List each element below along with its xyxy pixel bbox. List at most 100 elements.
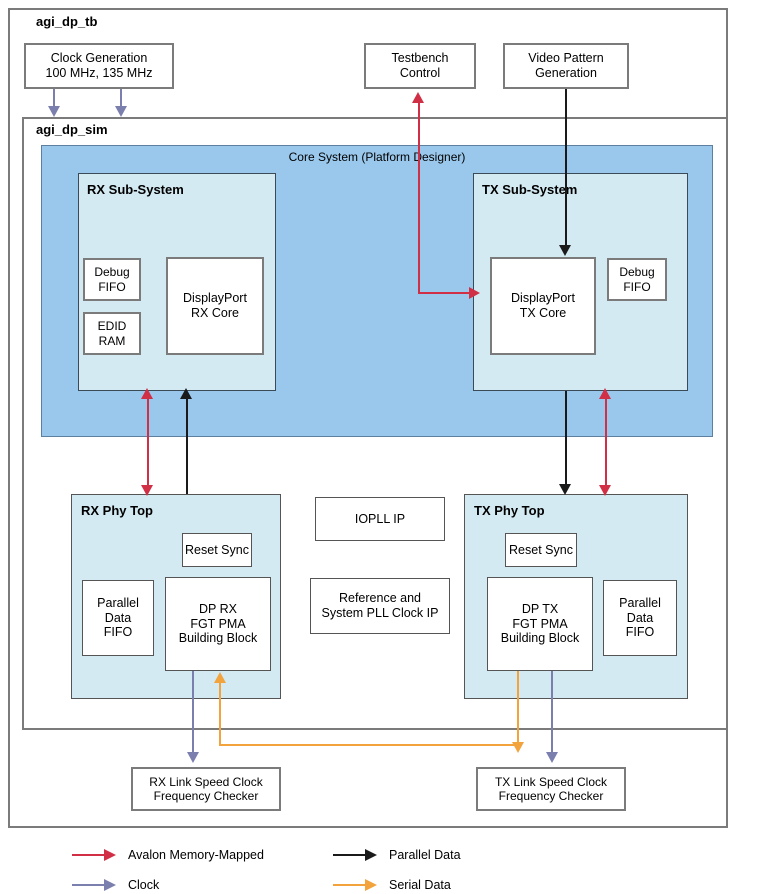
frame-agi-dp-sim-label: agi_dp_sim	[36, 122, 108, 137]
clock-line-1	[53, 89, 55, 111]
rx-debug-fifo: Debug FIFO	[83, 258, 141, 301]
dp-tx-pma-line2: FGT PMA	[512, 616, 568, 631]
tx-pdf-line1: Parallel	[619, 595, 661, 610]
rx-link-speed-clock-frequency-checker: RX Link Speed Clock Frequency Checker	[131, 767, 281, 811]
dp-rx-core-line1: DisplayPort	[183, 291, 247, 306]
frame-agi-dp-sim	[22, 117, 728, 730]
clock-arrow-2	[114, 106, 127, 117]
parallel-data-arrow-icon	[333, 849, 379, 861]
tx-parallel-data-fifo: Parallel Data FIFO	[603, 580, 677, 656]
avalon-arrow-tx-down	[599, 485, 611, 496]
legend-item-parallel-data: Parallel Data	[333, 848, 461, 862]
tx-phy-top-title: TX Phy Top	[474, 503, 545, 518]
legend-label-parallel-data: Parallel Data	[389, 848, 461, 862]
clock-line-2	[120, 89, 122, 111]
serial-arrow-tx-down	[511, 742, 524, 753]
avalon-line-tx	[605, 398, 607, 487]
avalon-line-rx	[147, 398, 149, 487]
tx-reset-sync: Reset Sync	[505, 533, 577, 567]
tx-debug-fifo-line2: FIFO	[623, 279, 651, 294]
rx-checker-line2: Frequency Checker	[153, 789, 259, 803]
serial-line-rx-up	[219, 683, 221, 745]
legend: Avalon Memory-Mapped Clock Parallel Data…	[0, 840, 762, 894]
avalon-arrow-to-testbench	[412, 92, 424, 103]
tx-reset-sync-label: Reset Sync	[509, 542, 573, 557]
rx-edid-ram-line2: RAM	[98, 333, 126, 348]
dp-rx-fgt-pma: DP RX FGT PMA Building Block	[165, 577, 271, 671]
rx-parallel-data-fifo: Parallel Data FIFO	[82, 580, 154, 656]
video-pattern-line2: Generation	[535, 66, 597, 80]
block-video-pattern-generation: Video Pattern Generation	[503, 43, 629, 89]
clock-line-tx-checker	[551, 671, 553, 754]
rx-pdf-line3: FIFO	[103, 625, 133, 640]
parallel-arrow-video-to-tx-core	[559, 245, 571, 256]
rx-reset-sync-label: Reset Sync	[185, 542, 249, 557]
parallel-line-video-to-tx-core	[565, 89, 567, 246]
rx-subsystem-title: RX Sub-System	[87, 182, 184, 197]
frame-agi-dp-tb-label: agi_dp_tb	[36, 14, 98, 29]
serial-line-tx-down	[517, 671, 519, 745]
clock-line-rx-checker	[192, 671, 194, 754]
legend-label-clock: Clock	[128, 878, 160, 892]
tx-pdf-line2: Data	[626, 610, 654, 625]
rx-phy-top-title: RX Phy Top	[81, 503, 153, 518]
parallel-line-rx	[186, 398, 188, 494]
dp-tx-pma-line3: Building Block	[500, 631, 580, 646]
legend-item-serial-data: Serial Data	[333, 878, 451, 892]
rx-reset-sync: Reset Sync	[182, 533, 252, 567]
avalon-arrow-rx-down	[141, 485, 153, 496]
tx-debug-fifo-line1: Debug	[619, 265, 655, 280]
rx-debug-fifo-line2: FIFO	[98, 279, 126, 294]
testbench-control-line1: Testbench	[391, 51, 449, 66]
clock-generation-line2: 100 MHz, 135 MHz	[45, 66, 153, 80]
rx-pdf-line1: Parallel	[97, 595, 139, 610]
dp-rx-pma-line3: Building Block	[178, 631, 258, 646]
serial-arrow-rx-up	[213, 672, 226, 683]
tx-pdf-line3: FIFO	[625, 625, 655, 640]
avalon-line-to-tx-core	[418, 292, 470, 294]
parallel-line-tx	[565, 391, 567, 485]
dp-tx-fgt-pma: DP TX FGT PMA Building Block	[487, 577, 593, 671]
clock-arrow-rx-checker	[186, 752, 199, 763]
rx-checker-line1: RX Link Speed Clock	[149, 774, 263, 789]
clock-generation-line1: Clock Generation	[50, 51, 148, 66]
testbench-control-line2: Control	[399, 66, 441, 80]
rx-debug-fifo-line1: Debug	[94, 265, 130, 280]
tx-debug-fifo: Debug FIFO	[607, 258, 667, 301]
clock-arrow-1	[47, 106, 60, 117]
legend-label-serial-data: Serial Data	[389, 878, 451, 892]
dp-rx-pma-line2: FGT PMA	[190, 616, 246, 631]
dp-tx-core-line1: DisplayPort	[511, 291, 575, 306]
parallel-arrow-rx-up	[180, 388, 192, 399]
avalon-line-to-testbench	[418, 103, 420, 293]
legend-item-avalon: Avalon Memory-Mapped	[72, 848, 264, 862]
rx-edid-ram-line1: EDID	[97, 319, 127, 334]
dp-tx-pma-line1: DP TX	[521, 601, 559, 616]
avalon-arrow-icon	[72, 849, 118, 861]
ref-pll-line2: System PLL Clock IP	[321, 606, 439, 620]
tx-link-speed-clock-frequency-checker: TX Link Speed Clock Frequency Checker	[476, 767, 626, 811]
displayport-tx-core: DisplayPort TX Core	[490, 257, 596, 355]
legend-item-clock: Clock	[72, 878, 159, 892]
avalon-arrow-tx-up	[599, 388, 611, 399]
rx-pdf-line2: Data	[104, 610, 132, 625]
video-pattern-line1: Video Pattern	[528, 51, 604, 66]
legend-label-avalon: Avalon Memory-Mapped	[128, 848, 264, 862]
tx-checker-line2: Frequency Checker	[498, 789, 604, 803]
tx-subsystem-title: TX Sub-System	[482, 182, 578, 197]
ref-pll-line1: Reference and	[338, 591, 421, 606]
dp-rx-pma-line1: DP RX	[199, 601, 237, 616]
iopll-ip-label: IOPLL IP	[354, 511, 406, 526]
core-system-label: Core System (Platform Designer)	[288, 150, 466, 164]
avalon-arrow-to-tx-core	[469, 287, 480, 299]
block-clock-generation: Clock Generation 100 MHz, 135 MHz	[24, 43, 174, 89]
rx-edid-ram: EDID RAM	[83, 312, 141, 355]
clock-arrow-icon	[72, 879, 118, 891]
block-testbench-control: Testbench Control	[364, 43, 476, 89]
displayport-rx-core: DisplayPort RX Core	[166, 257, 264, 355]
tx-checker-line1: TX Link Speed Clock	[494, 774, 608, 789]
iopll-ip-block: IOPLL IP	[315, 497, 445, 541]
reference-system-pll-clock-ip-block: Reference and System PLL Clock IP	[310, 578, 450, 634]
parallel-arrow-tx-down	[559, 484, 571, 495]
